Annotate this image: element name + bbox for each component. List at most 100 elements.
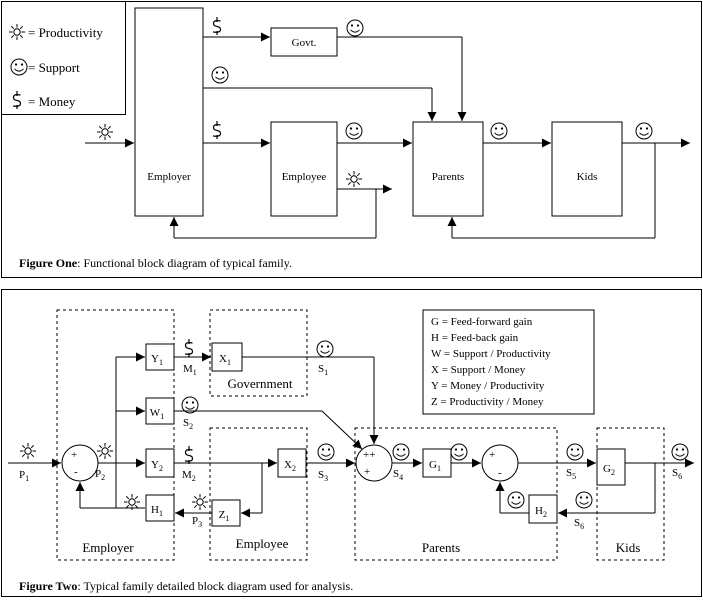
block-h2 <box>528 494 558 524</box>
signal-p3: P3 <box>192 515 202 529</box>
signal-s5: S5 <box>566 467 576 481</box>
support-icon <box>507 491 525 509</box>
support-icon <box>10 58 28 76</box>
productivity-icon <box>345 170 363 188</box>
productivity-icon <box>96 442 114 460</box>
signal-s4: S4 <box>393 468 403 482</box>
employer-group-label: Employer <box>82 540 134 555</box>
figure-one-connections <box>85 32 690 239</box>
employer-group <box>56 309 175 561</box>
sign-minus: - <box>74 466 78 478</box>
signal-s6-feedback: S6 <box>574 517 584 531</box>
block-x1-label: X1 <box>219 353 231 367</box>
figure-one-caption: Figure One: Functional block diagram of … <box>19 256 292 270</box>
signal-p1: P1 <box>19 469 29 483</box>
employer-block <box>134 7 204 217</box>
productivity-icon <box>191 493 209 511</box>
figure-two-caption: Figure Two: Typical family detailed bloc… <box>19 579 353 593</box>
block-y1-label: Y1 <box>151 353 163 367</box>
kids-group <box>596 427 665 561</box>
signal-s3: S3 <box>318 469 328 483</box>
support-icon <box>211 66 229 84</box>
parents-block <box>412 121 484 217</box>
figure-two-frame <box>1 289 702 597</box>
employee-group <box>209 427 308 561</box>
block-x2 <box>277 448 307 478</box>
block-y1 <box>145 343 175 371</box>
block-x2-label: X2 <box>284 459 296 473</box>
summing-junction-2: ++ + <box>355 444 393 482</box>
legend-line: Y = Money / Productivity <box>431 380 545 392</box>
block-g1 <box>422 448 452 478</box>
sign-minus: - <box>498 467 502 479</box>
legend-line: W = Support / Productivity <box>431 348 551 360</box>
productivity-icon <box>8 23 26 41</box>
support-icon <box>671 443 689 461</box>
legend-line: X = Support / Money <box>431 364 526 376</box>
support-icon <box>316 340 334 358</box>
employee-label: Employee <box>282 171 327 183</box>
block-h1-label: H1 <box>151 504 163 518</box>
block-w1-label: W1 <box>150 407 164 421</box>
legend-money: = Money <box>28 94 76 109</box>
signal-p2: P2 <box>95 468 105 482</box>
money-icon <box>212 120 222 140</box>
summing-junction-3: + - <box>481 444 519 482</box>
signal-s1: S1 <box>318 363 328 377</box>
block-y2-label: Y2 <box>151 459 163 473</box>
support-icon <box>566 443 584 461</box>
signal-labels: P1 P2 P3 M1 M2 S1 S2 S3 S4 S5 S6 S6 <box>19 363 682 531</box>
legend-line: H = Feed-back gain <box>431 332 519 344</box>
money-icon <box>212 16 222 36</box>
sign-plus: + <box>364 466 370 478</box>
sign-plus-plus: ++ <box>363 449 375 461</box>
block-h1 <box>145 494 175 522</box>
support-icon <box>392 443 410 461</box>
money-icon <box>184 338 194 358</box>
legend-productivity: = Productivity <box>28 25 103 40</box>
employee-block <box>270 121 338 217</box>
parents-label: Parents <box>432 171 464 183</box>
figure-one-legend: = Productivity = Support = Money <box>1 1 126 115</box>
government-group <box>209 309 308 397</box>
sign-plus: + <box>489 449 495 461</box>
support-icon <box>635 122 653 140</box>
block-y2 <box>145 448 175 478</box>
legend-line: G = Feed-forward gain <box>431 316 533 328</box>
block-g1-label: G1 <box>429 459 441 473</box>
productivity-icon <box>123 493 141 511</box>
block-g2 <box>596 448 626 486</box>
block-g2-label: G2 <box>603 463 615 477</box>
figure-two-legend: G = Feed-forward gain H = Feed-back gain… <box>422 309 595 415</box>
figure-two-blocks: Y1 W1 Y2 H1 X1 X2 Z1 G1 H2 G2 <box>145 342 626 527</box>
figure-two-connections <box>8 352 694 518</box>
legend-support: = Support <box>28 60 80 75</box>
kids-group-label: Kids <box>616 540 641 555</box>
support-icon <box>490 122 508 140</box>
sign-plus: + <box>71 449 77 461</box>
signal-m2: M2 <box>182 469 196 483</box>
money-icon <box>12 90 22 110</box>
employee-group-label: Employee <box>236 536 289 551</box>
kids-label: Kids <box>577 171 598 183</box>
block-z1 <box>211 499 241 527</box>
signal-s6-output: S6 <box>672 467 682 481</box>
signal-s2: S2 <box>183 417 193 431</box>
block-x1 <box>211 342 243 372</box>
productivity-icon <box>96 123 114 141</box>
legend-line: Z = Productivity / Money <box>431 396 544 408</box>
parents-group-label: Parents <box>422 540 460 555</box>
money-icon <box>184 445 194 465</box>
support-icon <box>345 122 363 140</box>
parents-group <box>354 427 558 561</box>
block-z1-label: Z1 <box>219 509 230 523</box>
kids-block <box>551 121 623 217</box>
summing-junction-1: + - <box>61 444 99 482</box>
govt-label: Govt. <box>292 37 317 49</box>
govt-block <box>270 27 338 57</box>
support-icon <box>575 491 593 509</box>
support-icon <box>346 19 364 37</box>
government-group-label: Government <box>228 376 293 391</box>
support-icon <box>317 443 335 461</box>
